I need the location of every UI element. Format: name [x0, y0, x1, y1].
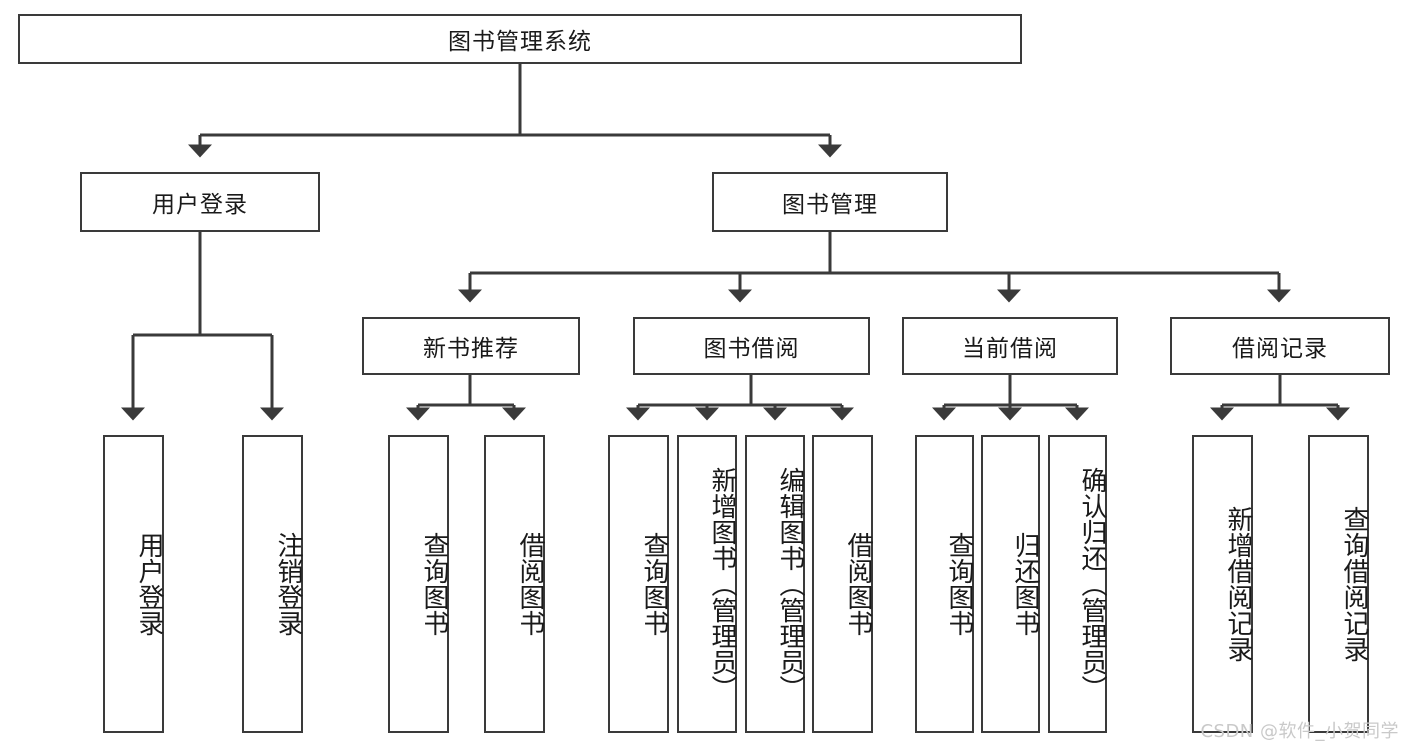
node-leaf-return-book[interactable]: 归还图书: [981, 435, 1040, 733]
node-label: 新增图书（管理员）: [707, 467, 737, 701]
node-leaf-query-book-borrow[interactable]: 查询图书: [608, 435, 669, 733]
node-book-manage[interactable]: 图书管理: [712, 172, 948, 232]
node-user-login[interactable]: 用户登录: [80, 172, 320, 232]
node-label: 查询图书: [639, 532, 669, 636]
node-label: 用户登录: [152, 192, 248, 218]
node-root[interactable]: 图书管理系统: [18, 14, 1022, 64]
node-current-borrow[interactable]: 当前借阅: [902, 317, 1118, 375]
node-new-book-rec[interactable]: 新书推荐: [362, 317, 580, 375]
node-leaf-user-login[interactable]: 用户登录: [103, 435, 164, 733]
node-leaf-query-book-rec[interactable]: 查询图书: [388, 435, 449, 733]
node-label: 图书管理系统: [448, 29, 592, 55]
node-label: 用户登录: [134, 532, 164, 636]
node-label: 借阅图书: [843, 532, 873, 636]
node-label: 新增借阅记录: [1223, 506, 1253, 662]
node-borrow-record[interactable]: 借阅记录: [1170, 317, 1390, 375]
node-label: 查询图书: [419, 532, 449, 636]
node-leaf-query-book-cur[interactable]: 查询图书: [915, 435, 974, 733]
node-label: 查询图书: [944, 532, 974, 636]
node-label: 图书借阅: [703, 336, 800, 362]
node-label: 借阅图书: [515, 532, 545, 636]
node-label: 归还图书: [1010, 532, 1040, 636]
node-label: 查询借阅记录: [1339, 506, 1369, 662]
node-label: 新书推荐: [423, 336, 519, 362]
node-label: 当前借阅: [962, 336, 1058, 362]
node-leaf-add-book[interactable]: 新增图书（管理员）: [677, 435, 737, 733]
csdn-watermark: CSDN @软件_小贺同学: [1200, 721, 1399, 742]
node-leaf-borrow-book[interactable]: 借阅图书: [812, 435, 873, 733]
node-leaf-logout[interactable]: 注销登录: [242, 435, 303, 733]
node-label: 编辑图书（管理员）: [775, 467, 805, 701]
node-leaf-edit-book[interactable]: 编辑图书（管理员）: [745, 435, 805, 733]
node-label: 注销登录: [273, 532, 303, 636]
node-leaf-borrow-book-rec[interactable]: 借阅图书: [484, 435, 545, 733]
node-leaf-confirm-return[interactable]: 确认归还（管理员）: [1048, 435, 1107, 733]
node-book-borrow[interactable]: 图书借阅: [633, 317, 870, 375]
node-label: 确认归还（管理员）: [1077, 467, 1107, 701]
node-label: 图书管理: [782, 192, 878, 218]
node-label: 借阅记录: [1232, 336, 1328, 362]
node-leaf-query-record[interactable]: 查询借阅记录: [1308, 435, 1369, 733]
node-leaf-add-record[interactable]: 新增借阅记录: [1192, 435, 1253, 733]
